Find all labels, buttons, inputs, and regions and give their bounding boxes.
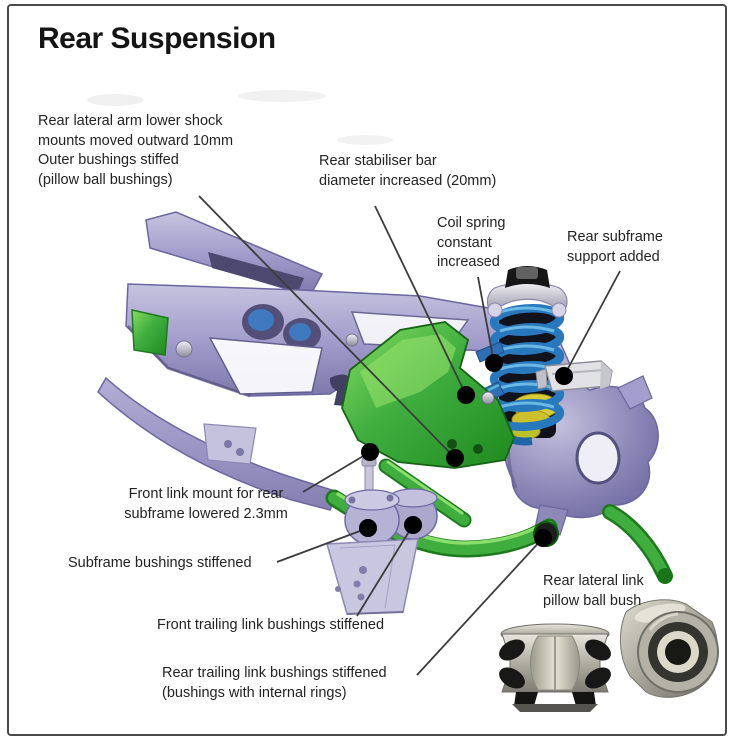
leader-rear-stabiliser-bar: [374, 205, 467, 396]
trailing-arm-bracket: [326, 538, 419, 615]
marker-coil-spring: [485, 354, 503, 372]
scan-artifacts: [87, 90, 393, 145]
marker-subframe-bushings: [359, 519, 377, 537]
marker-rear-lateral-arm: [446, 449, 464, 467]
annotation-rear-trailing-link: Rear trailing link bushings stiffened (b…: [162, 665, 387, 701]
marker-front-trailing-link: [404, 516, 422, 534]
page-border: [7, 4, 727, 736]
leader-rear-trailing-link: [416, 537, 544, 676]
subframe-bushing-mount: [344, 488, 438, 546]
annotation-coil-spring: Coil spring constant increased: [437, 215, 506, 270]
leader-lines: [198, 195, 621, 676]
bushing-photo: [619, 599, 719, 698]
strut-top-mount: [486, 266, 568, 318]
marker-dots: [359, 354, 573, 547]
marker-rear-trailing-link: [534, 529, 552, 547]
stabiliser-bar-end: [131, 309, 169, 356]
annotation-rear-subframe-support: Rear subframe support added: [567, 229, 663, 265]
leader-subframe-bushings: [276, 527, 369, 563]
annotation-front-trailing-link: Front trailing link bushings stiffened: [157, 617, 385, 633]
lower-green-link-right: [602, 504, 673, 584]
annotation-rear-stabiliser-bar: Rear stabiliser bar diameter increased (…: [319, 153, 497, 189]
page-title: Rear Suspension: [38, 22, 276, 55]
annotation-front-link-mount: Front link mount for rear subframe lower…: [124, 486, 288, 522]
subframe-mount-holes: [242, 304, 321, 350]
annotation-pillow-ball-bush: Rear lateral link pillow ball bush: [543, 573, 644, 609]
leader-coil-spring: [477, 276, 495, 364]
leader-front-trailing-link: [356, 524, 414, 617]
marker-rear-stabiliser-bar: [457, 386, 475, 404]
bushing-cutaway-photo: [499, 623, 611, 712]
leader-front-link-mount: [302, 451, 371, 493]
coil-spring-strut: [486, 266, 568, 446]
marker-front-link-mount: [361, 443, 379, 461]
leader-rear-subframe-support: [563, 270, 621, 377]
rear-lateral-arm: [341, 321, 515, 469]
subframe-support-bar: [535, 360, 613, 392]
leader-rear-lateral-arm: [198, 195, 456, 459]
annotation-rear-lateral-arm: Rear lateral arm lower shock mounts move…: [38, 113, 234, 188]
marker-rear-subframe-support: [555, 367, 573, 385]
annotation-subframe-bushings: Subframe bushings stiffened: [68, 555, 252, 571]
